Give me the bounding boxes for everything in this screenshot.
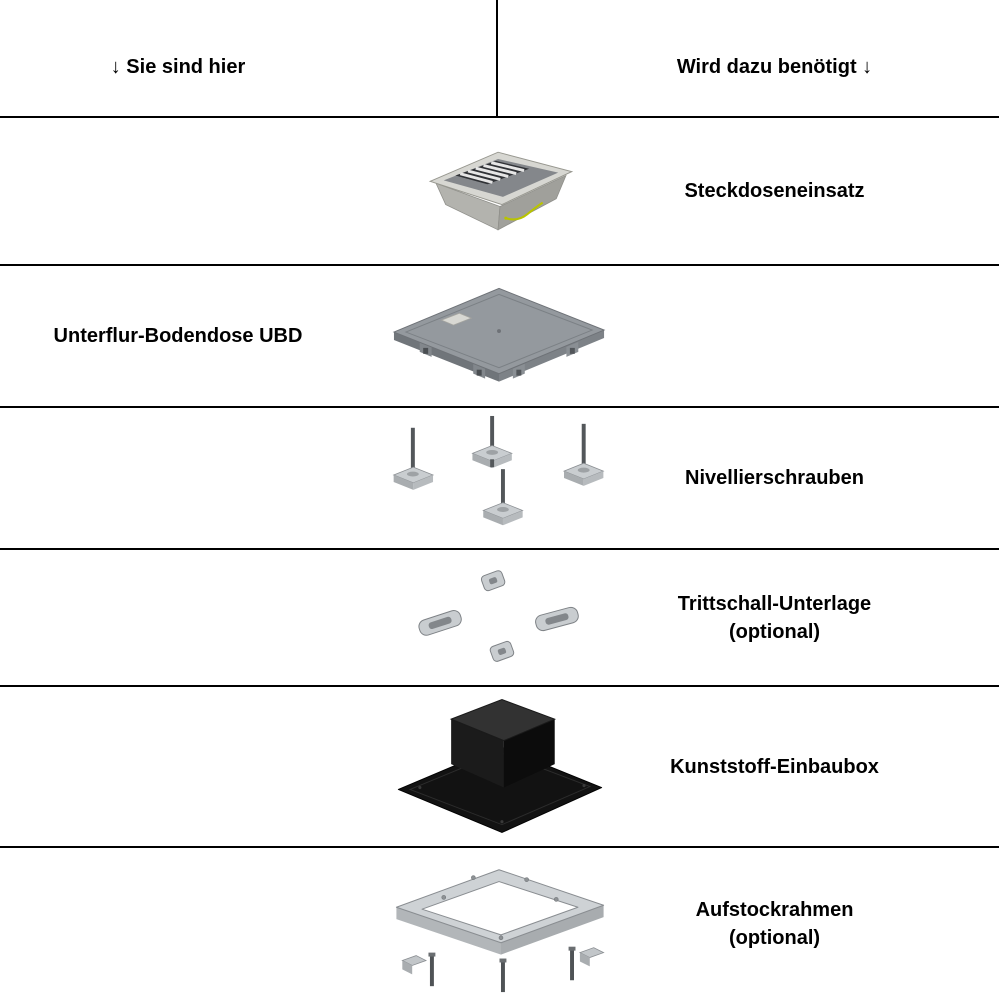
trittschall-unterlage-label-line2: (optional) (728, 620, 821, 643)
plastic-install-box-illustration (397, 698, 602, 833)
row-trittschall-unterlage: Trittschall-Unterlage (optional) (0, 548, 999, 685)
socket-insert-illustration (428, 151, 573, 231)
column-heading-right: Wird dazu benötigt ↓ (676, 56, 873, 79)
kunststoff-einbaubox-label: Kunststoff-Einbaubox (670, 755, 879, 778)
row-aufstockrahmen: Aufstockrahmen (optional) (0, 846, 999, 1000)
row-nivellierschrauben: Nivellierschrauben (0, 406, 999, 548)
aufstockrahmen-image (386, 850, 614, 998)
row-steckdoseneinsatz: Steckdoseneinsatz (0, 116, 999, 264)
trittschall-unterlage-image (406, 564, 594, 672)
header-column-divider (496, 0, 498, 116)
unterflur-bodendose-image (386, 281, 614, 392)
nivellierschrauben-image (381, 414, 619, 542)
impact-sound-pads-illustration (417, 569, 579, 662)
steckdoseneinsatz-label: Steckdoseneinsatz (684, 180, 865, 202)
kunststoff-einbaubox-image (392, 693, 607, 840)
unterflur-bodendose-label: Unterflur-Bodendose UBD (53, 325, 303, 347)
row-unterflur-bodendose: Unterflur-Bodendose UBD (0, 264, 999, 406)
leveling-screws-illustration (392, 415, 604, 526)
trittschall-unterlage-label: Trittschall-Unterlage (optional) (550, 590, 999, 646)
aufstockrahmen-label-line2: (optional) (728, 927, 821, 949)
trittschall-unterlage-label-line1: Trittschall-Unterlage (677, 592, 872, 615)
row-kunststoff-einbaubox: Kunststoff-Einbaubox (0, 685, 999, 846)
column-heading-left: ↓ Sie sind hier (110, 56, 246, 79)
raising-frame-illustration (395, 869, 605, 993)
aufstockrahmen-label: Aufstockrahmen (optional) (550, 896, 999, 952)
floor-box-illustration (392, 287, 605, 382)
nivellierschrauben-label: Nivellierschrauben (685, 467, 864, 489)
aufstockrahmen-label-line1: Aufstockrahmen (695, 899, 854, 921)
header-row: ↓ Sie sind hier Wird dazu benötigt ↓ (0, 0, 999, 116)
steckdoseneinsatz-image (412, 143, 587, 240)
